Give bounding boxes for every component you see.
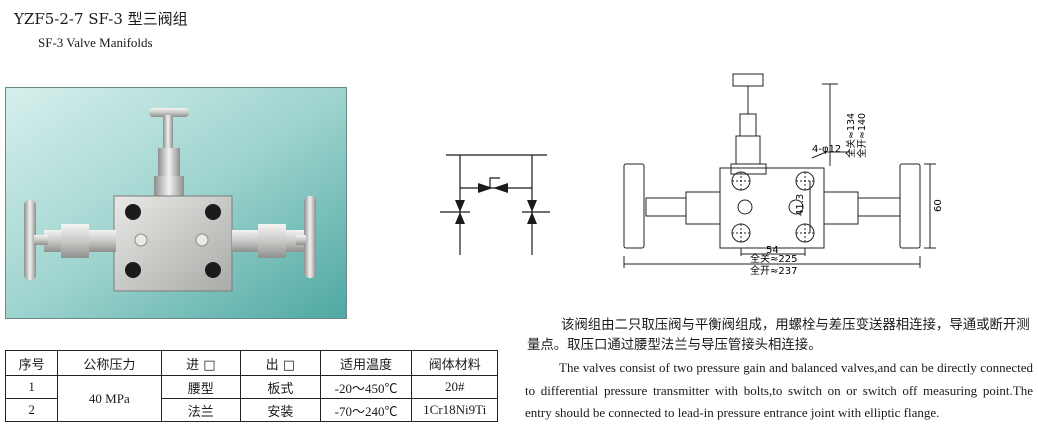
header-pressure: 公称压力 — [57, 350, 162, 376]
header-inlet: 进 □ — [160, 350, 242, 376]
title-english: SF-3 Valve Manifolds — [38, 35, 153, 50]
header-outlet: 出 □ — [240, 350, 321, 376]
dim-close-225-label: 全关≈225 — [750, 252, 797, 265]
row1-no: 1 — [4, 375, 59, 399]
row1-outlet: 板式 — [240, 375, 321, 399]
row2-no: 2 — [4, 398, 59, 422]
valve-symbol-diagram — [440, 154, 550, 255]
header-temp: 适用温度 — [319, 350, 413, 376]
row1-temp: -20～450℃ — [319, 375, 413, 399]
header-material: 阀体材料 — [411, 350, 498, 376]
spec-table-header: 序号 公称压力 进 □ 出 □ 适用温度 阀体材料 — [4, 350, 498, 376]
row2-inlet: 法兰 — [160, 398, 242, 422]
dimension-drawing: 54 41.3 4-φ12 60 全关≈134 全开≈140 全关≈225 全开… — [623, 73, 944, 277]
dim-60-label: 60 — [933, 199, 944, 212]
title-chinese: YZF5-2-7 SF-3 型三阀组 — [14, 10, 188, 28]
description-english: The valves consist of two pressure gain … — [525, 360, 1033, 420]
dim-open-237-label: 全开≈237 — [750, 264, 797, 277]
dim-41-3-label: 41.3 — [795, 194, 806, 216]
dim-close-134-label: 全关≈134 — [845, 113, 857, 158]
row2-temp: -70～240℃ — [319, 398, 413, 422]
dim-54-label: 54 — [766, 245, 779, 256]
product-photo — [5, 87, 347, 319]
dim-open-140-label: 全开≈140 — [856, 113, 868, 158]
row1-material: 20# — [411, 375, 498, 399]
table-row: 2 法兰 安装 -70～240℃ 1Cr18Ni9Ti — [4, 398, 498, 422]
description-chinese: 该阀组由二只取压阀与平衡阀组成，用螺栓与差压变送器相连接，导通或断开测量点。取压… — [527, 318, 1030, 353]
dim-4-phi12-label: 4-φ12 — [812, 144, 841, 155]
valve-manifold-photo — [6, 88, 346, 318]
row1-pressure: 40 MPa — [57, 375, 162, 422]
spec-table: 序号 公称压力 进 □ 出 □ 适用温度 阀体材料 1 40 MPa 腰型 板式… — [4, 350, 498, 422]
row2-material: 1Cr18Ni9Ti — [411, 398, 498, 422]
table-row: 1 40 MPa 腰型 板式 -20～450℃ 20# — [4, 375, 498, 422]
row2-outlet: 安装 — [240, 398, 321, 422]
header-no: 序号 — [4, 350, 59, 376]
row1-inlet: 腰型 — [160, 375, 242, 399]
